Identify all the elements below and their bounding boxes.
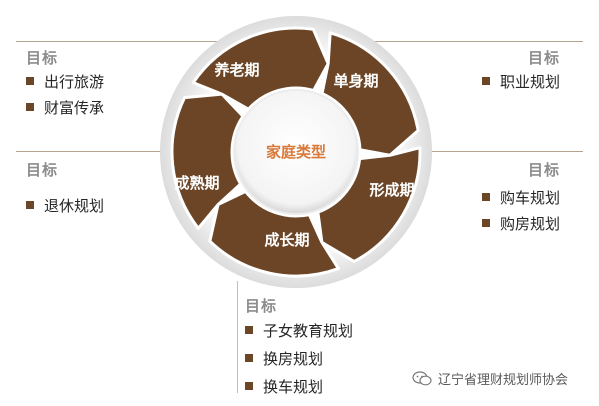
segment-label: 养老期 <box>213 61 259 79</box>
segment-label: 成长期 <box>264 231 309 249</box>
segment-label: 单身期 <box>333 72 378 90</box>
goal-item: 购车规划 <box>482 184 560 210</box>
goal-block-growth-stage: 目标 子女教育规划 换房规划 换车规划 <box>245 296 353 400</box>
divider-mid-right <box>430 151 583 152</box>
goal-item-label: 购房规划 <box>500 214 561 233</box>
goal-item-label: 购车规划 <box>500 188 561 207</box>
goal-item-label: 职业规划 <box>500 72 561 91</box>
segment-label: 形成期 <box>369 181 414 199</box>
bullet-icon <box>245 354 253 362</box>
bullet-icon <box>245 382 253 390</box>
ring-segment <box>170 92 245 230</box>
goal-item-label: 换房规划 <box>263 349 324 368</box>
bullet-icon <box>26 201 34 209</box>
divider-top-left <box>16 41 236 42</box>
goal-item: 财富传承 <box>26 94 104 120</box>
bullet-icon <box>482 219 490 227</box>
bullet-icon <box>482 193 490 201</box>
divider-bottom <box>237 281 238 393</box>
goal-item-label: 出行旅游 <box>44 72 105 91</box>
ring-segment <box>316 146 422 263</box>
goal-item: 职业规划 <box>482 68 560 94</box>
bullet-icon <box>482 77 490 85</box>
wechat-icon <box>412 371 432 386</box>
ring-segment <box>191 26 330 111</box>
goal-item-label: 退休规划 <box>44 196 105 215</box>
goal-item: 换房规划 <box>245 344 353 372</box>
divider-mid-left <box>16 151 186 152</box>
goal-item: 出行旅游 <box>26 68 104 94</box>
goal-title: 目标 <box>528 161 561 179</box>
goal-title: 目标 <box>245 297 278 315</box>
bullet-icon <box>26 77 34 85</box>
watermark-text: 辽宁省理财规划师协会 <box>438 373 569 388</box>
bullet-icon <box>245 326 253 334</box>
watermark: 辽宁省理财规划师协会 <box>412 369 568 388</box>
divider-top-right <box>340 41 583 42</box>
goal-block-mature-stage: 目标 退休规划 <box>26 160 104 218</box>
goal-block-retirement-stage: 目标 出行旅游 财富传承 <box>26 48 104 120</box>
goal-item-label: 换车规划 <box>263 377 324 396</box>
goal-block-single-stage: 目标 职业规划 <box>482 48 560 94</box>
center-label: 家庭类型 <box>266 143 326 161</box>
bullet-icon <box>26 103 34 111</box>
goal-item-label: 子女教育规划 <box>263 321 354 340</box>
center-disc <box>233 89 359 215</box>
goal-item: 购房规划 <box>482 210 560 236</box>
goal-item: 退休规划 <box>26 192 104 218</box>
ring-segment <box>208 189 340 278</box>
goal-block-formation-stage: 目标 购车规划 购房规划 <box>482 160 560 236</box>
segment-label: 成熟期 <box>174 174 219 192</box>
goal-item-label: 财富传承 <box>44 98 105 117</box>
goal-title: 目标 <box>26 161 59 179</box>
goal-title: 目标 <box>528 49 561 67</box>
goal-item: 换车规划 <box>245 372 353 400</box>
ring-segment <box>320 31 420 157</box>
goal-title: 目标 <box>26 49 59 67</box>
goal-item: 子女教育规划 <box>245 316 353 344</box>
